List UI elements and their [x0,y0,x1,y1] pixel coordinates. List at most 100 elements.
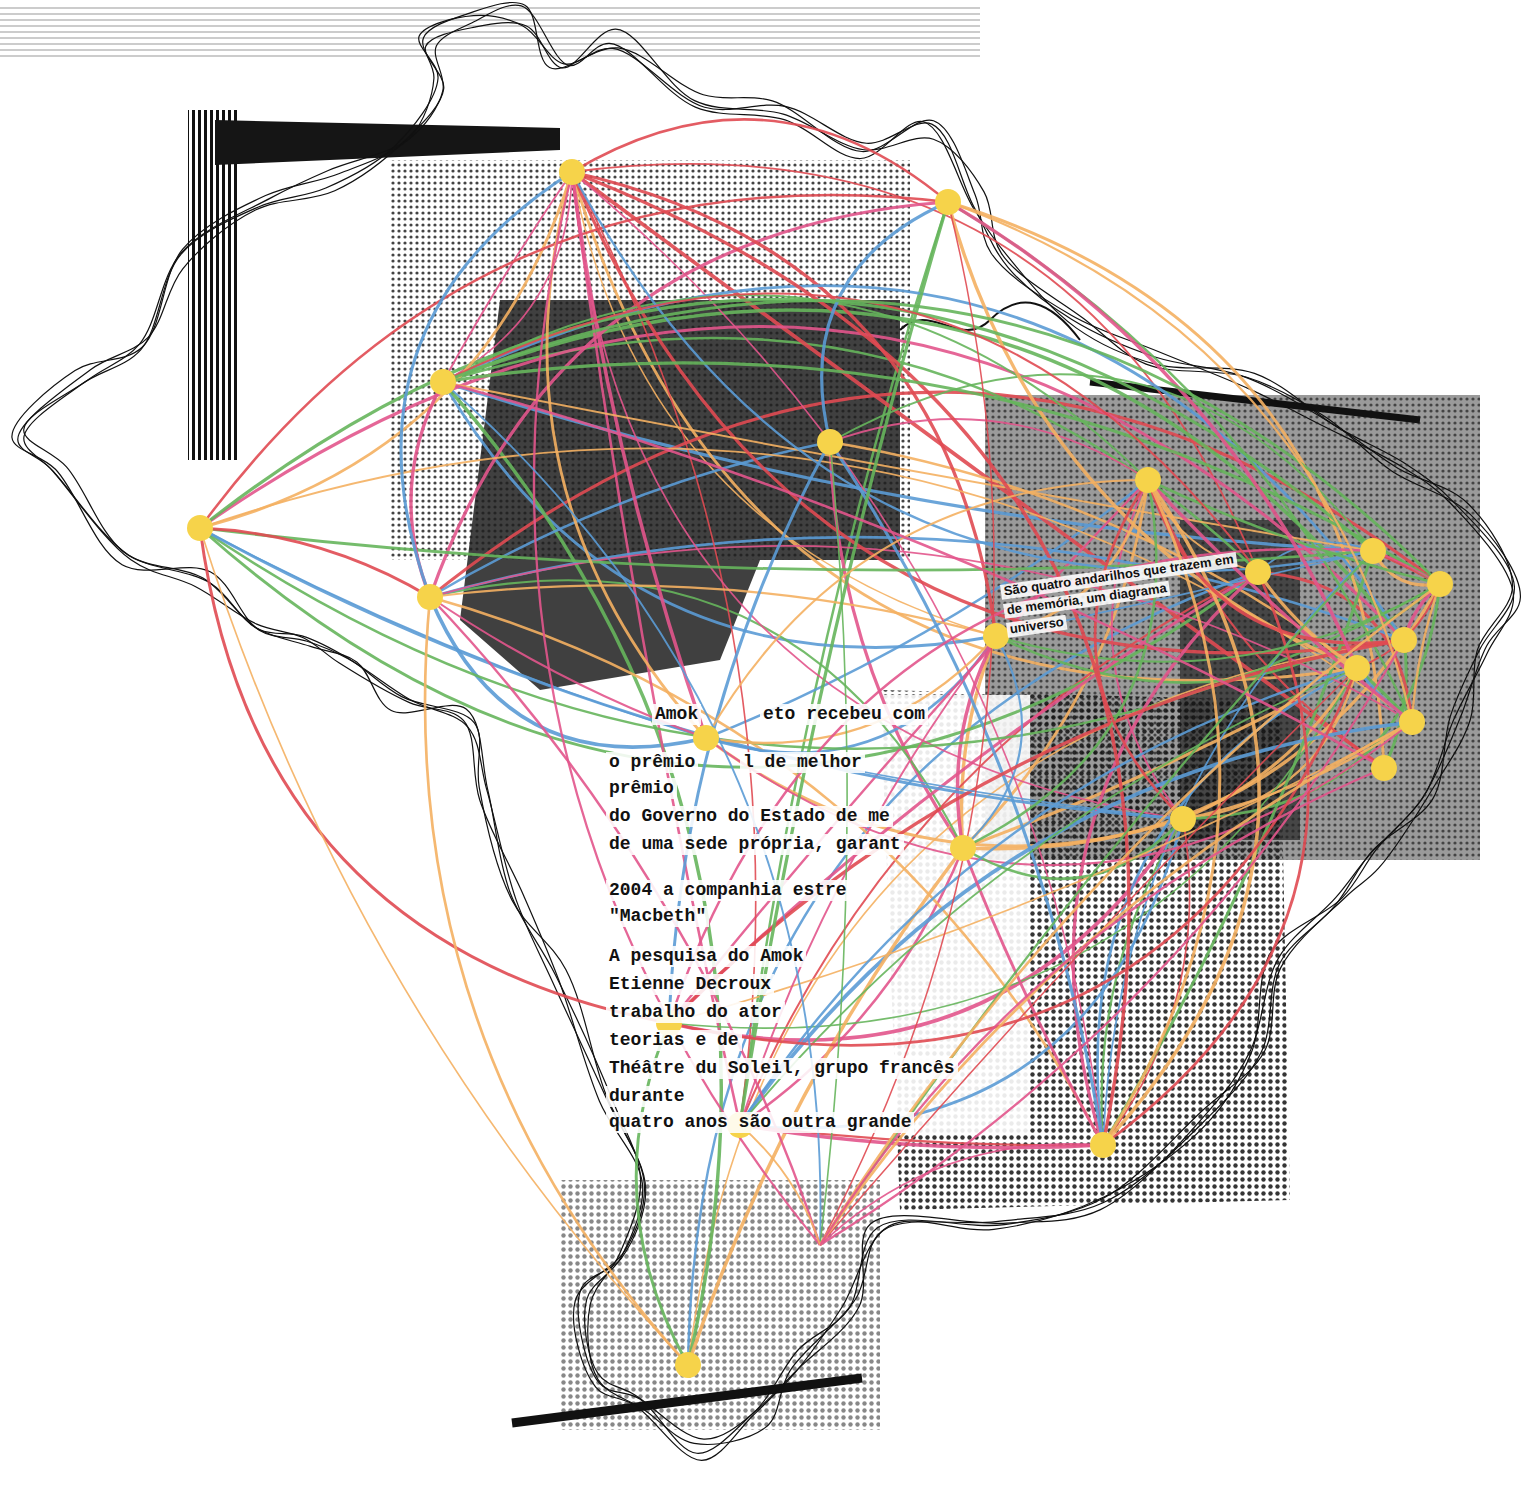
ink-blob [215,120,560,165]
network-curve [706,480,1148,738]
network-curve [411,382,443,597]
collage-text: A pesquisa do Amok [606,946,806,967]
network-curve [443,301,1440,584]
collage-text: Etienne Decroux [606,974,774,995]
network-curve [443,382,1384,768]
city-dot [430,369,456,395]
scan-line [0,7,980,9]
scan-line [0,31,980,33]
network-curve [948,202,1412,722]
city-dot [1399,709,1425,735]
network-curve [572,164,1258,572]
collage-text: universo [1006,615,1068,638]
collage-text: de uma sede própria, garant [606,834,904,855]
network-curve [443,293,1258,572]
brazil-outline [12,2,1521,1460]
network-curve [669,442,830,1023]
network-curve [822,202,948,442]
outline-stroke [12,2,1514,1453]
collage-text: l de melhor [740,752,865,773]
city-dot [693,725,719,751]
network-curve [820,768,1384,1245]
scan-line [0,49,980,51]
city-dot [1371,755,1397,781]
city-dot [1170,806,1196,832]
network-curve [820,584,1440,1245]
network-curve [706,738,1183,846]
city-dot [950,835,976,861]
network-curve [963,480,1156,848]
city-dot [935,189,961,215]
network-curve [430,580,963,848]
network-curve [430,597,820,1245]
collage-text: teorias e de [606,1030,742,1051]
network-curve [200,195,948,528]
city-dot [983,623,1009,649]
network-curve [401,172,572,597]
scan-line [0,55,980,57]
city-dot [1344,655,1370,681]
network-curve [1148,480,1412,722]
network-curve [706,636,996,743]
network-curve [430,597,706,738]
network-curve [572,172,1404,653]
outline-stroke [18,23,1521,1461]
network-curve [200,528,430,597]
network-curve [963,848,1103,1145]
collage-text: o prêmio [606,752,698,773]
network-curve [1103,551,1373,1145]
collage-text: prêmio [606,778,677,799]
network-curve [1095,480,1183,819]
collage-text: do Governo do Estado de me [606,806,893,827]
network-curve [200,528,1258,767]
city-dot [187,515,213,541]
network-curve [820,551,1373,1245]
collage-text: "Macbeth" [606,906,709,927]
network-curve [820,1144,1103,1245]
collage-text: trabalho do ator [606,1002,785,1023]
network-curve [948,202,1412,722]
city-dot [1135,467,1161,493]
network-curve [572,172,996,636]
network-curve [830,374,1373,551]
city-dot [675,1352,701,1378]
network-curve [669,480,1148,1023]
network-curve [688,572,1258,1365]
network-curve [820,640,1404,1245]
network-curve [572,172,996,636]
black-bar [512,1378,862,1423]
collage-text: Amok [652,704,701,725]
collage-text: eto recebeu com [760,704,928,725]
network-curve [963,819,1183,879]
network-curve [820,668,1357,1245]
collage-text: quatro anos são outra grande [606,1112,914,1133]
city-dot [1245,559,1271,585]
network-curve [820,722,1412,1245]
network-curve [200,528,1183,819]
network-curve [443,382,721,1365]
network-curve [1258,572,1357,668]
network-curve [1103,551,1373,1145]
collage-ground [0,8,1480,1430]
network-curve [430,442,830,597]
city-dot [417,584,443,610]
network-curve [669,722,1412,1023]
city-dot [1090,1132,1116,1158]
city-dot [1360,538,1386,564]
black-bar [1090,382,1420,420]
scan-line [0,19,980,21]
scan-line [0,37,980,39]
network-curve [572,119,948,202]
network-curve [430,585,996,636]
network-curve [948,202,1357,668]
network-curve [948,202,1357,668]
network-curve [688,640,1404,1365]
network-curve [572,172,1373,571]
collage-text: 2004 a companhia estre [606,880,850,901]
collage-text: Théâtre du Soleil, grupo francês [606,1058,958,1079]
city-dot [1427,571,1453,597]
collage-text: durante [606,1086,688,1107]
network-curve [443,363,1440,584]
scan-line [0,25,980,27]
